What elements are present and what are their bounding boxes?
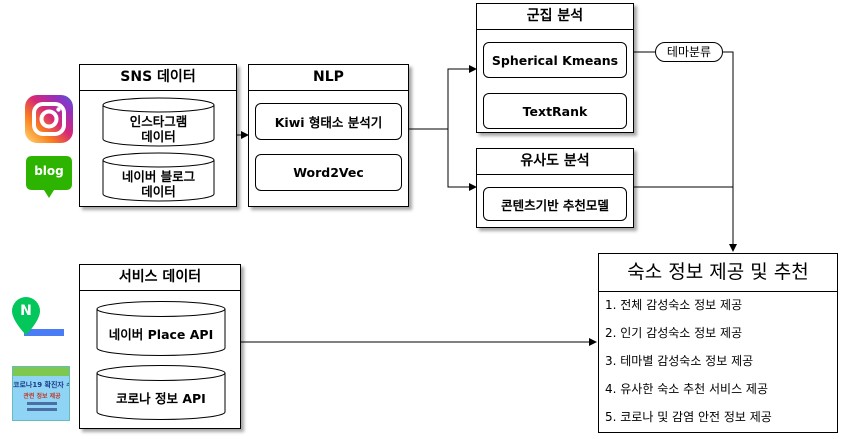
corona-api-label: 코로나 정보 API [116,391,206,406]
instagram-icon [24,94,74,144]
kmeans-node: Spherical Kmeans [483,42,627,78]
arrow-nlp-to-similarity [447,129,477,191]
arrow-tag-to-result [723,51,737,252]
result-item: 2. 인기 감성숙소 정보 제공 [605,326,743,340]
blog-icon: blog [24,154,74,200]
textrank-node: TextRank [483,93,627,129]
instagram-data-cylinder: 인스타그램 데이터 [102,97,215,147]
result-item: 4. 유사한 숙소 추천 서비스 제공 [605,382,769,396]
blog-data-label-2: 데이터 [141,184,176,199]
naver-map-icon-letter: N [20,303,32,319]
blog-data-label-1: 네이버 블로그 [121,169,196,184]
kiwi-node: Kiwi 형태소 분석기 [255,103,402,140]
naver-place-label: 네이버 Place API [108,327,214,342]
cluster-analysis-title: 군집 분석 [477,4,633,30]
sns-data-panel: SNS 데이터 인스타그램 데이터 네이버 블로그 데이터 [79,64,237,207]
arrow-nlp-to-analysis [409,65,477,130]
naver-map-icon: N [10,295,64,341]
result-panel: 숙소 정보 제공 및 추천 1. 전체 감성숙소 정보 제공 2. 인기 감성숙… [598,253,838,433]
corona-banner-icon: 코로나19 확진자 수 관련 정보 제공 [12,366,70,421]
naver-place-cylinder: 네이버 Place API [96,301,226,357]
nlp-panel: NLP Kiwi 형태소 분석기 Word2Vec [248,64,409,207]
sns-data-title: SNS 데이터 [80,65,236,91]
blog-data-cylinder: 네이버 블로그 데이터 [102,152,215,202]
result-item: 3. 테마별 감성숙소 정보 제공 [605,354,754,368]
corona-banner-sub: 관련 정보 제공 [23,393,61,400]
similarity-analysis-panel: 유사도 분석 콘텐츠기반 추천모델 [476,148,634,228]
service-data-panel: 서비스 데이터 네이버 Place API 코로나 정보 API [79,264,241,429]
result-item: 1. 전체 감성숙소 정보 제공 [605,298,743,312]
result-title: 숙소 정보 제공 및 추천 [599,254,837,292]
content-model-node: 콘텐츠기반 추천모델 [483,187,627,221]
theme-classification-tag: 테마분류 [655,42,723,62]
instagram-data-label-1: 인스타그램 [129,114,188,129]
corona-banner-text: 코로나19 확진자 수 [13,381,70,389]
cluster-analysis-panel: 군집 분석 Spherical Kmeans TextRank [476,3,634,133]
blog-icon-label: blog [34,164,64,178]
result-item: 5. 코로나 및 감염 안전 정보 제공 [605,410,772,424]
instagram-data-label-2: 데이터 [141,129,176,144]
nlp-title: NLP [249,65,408,91]
service-data-title: 서비스 데이터 [80,265,240,291]
corona-api-cylinder: 코로나 정보 API [96,365,226,421]
similarity-analysis-title: 유사도 분석 [477,149,633,175]
word2vec-node: Word2Vec [255,154,402,191]
